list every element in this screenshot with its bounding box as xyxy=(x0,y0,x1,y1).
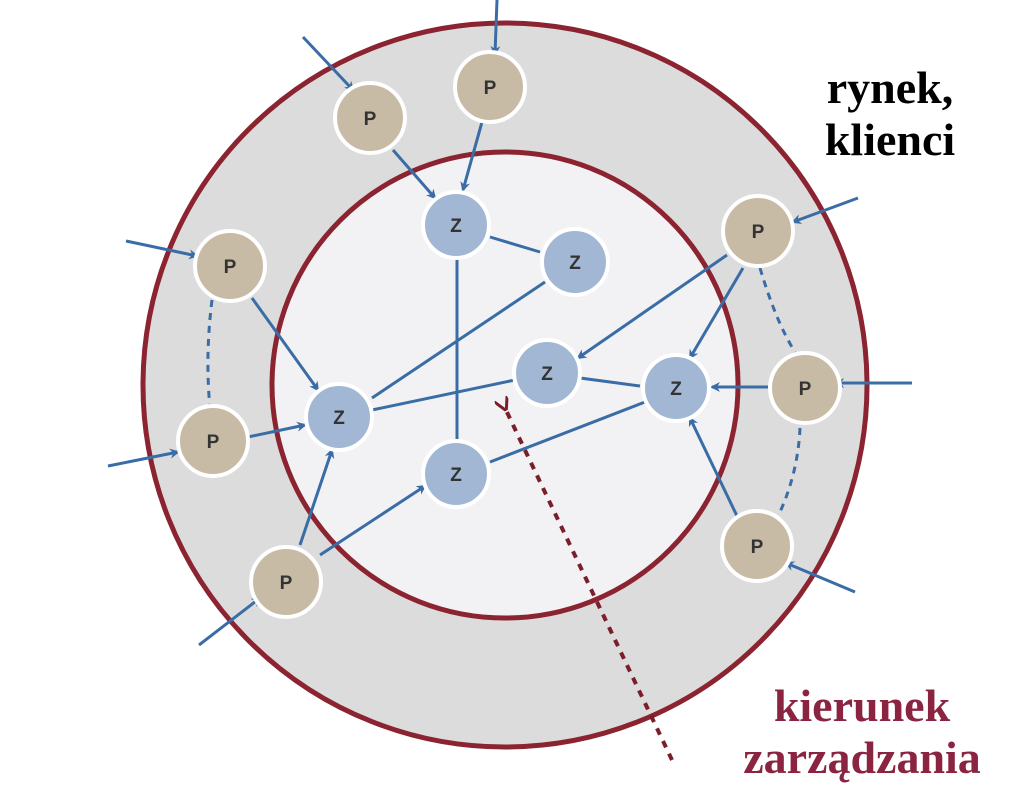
arrow xyxy=(107,448,180,468)
svg-text:P: P xyxy=(751,537,764,558)
arrow xyxy=(490,0,501,56)
p-node: P xyxy=(333,81,407,155)
arrow xyxy=(391,149,437,200)
direction-label-line1: kierunek xyxy=(773,680,951,731)
svg-text:P: P xyxy=(484,78,497,99)
direction-label-line2: zarządzania xyxy=(743,731,981,783)
p-node: P xyxy=(176,404,250,478)
svg-text:P: P xyxy=(752,222,765,243)
p-node: P xyxy=(453,50,527,124)
arrow xyxy=(784,561,856,594)
z-node: Z xyxy=(304,382,374,452)
svg-text:Z: Z xyxy=(541,364,553,385)
svg-text:Z: Z xyxy=(450,465,462,486)
p-node: P xyxy=(768,351,842,425)
arrow xyxy=(688,416,739,517)
z-node: Z xyxy=(641,353,711,423)
management-direction-arrow xyxy=(505,408,674,761)
market-label-line1: rynek, xyxy=(826,62,954,113)
dashed-connectors xyxy=(206,267,802,513)
z-node: Z xyxy=(512,338,582,408)
z-node: Z xyxy=(421,439,491,509)
arrow xyxy=(298,448,335,546)
arrow xyxy=(688,267,745,360)
svg-text:P: P xyxy=(280,573,293,594)
arrow xyxy=(576,253,728,360)
p-nodes: P P P P P P P P xyxy=(176,50,842,619)
svg-text:Z: Z xyxy=(333,408,345,429)
svg-text:Z: Z xyxy=(569,253,581,274)
arrow xyxy=(125,239,199,260)
p-node: P xyxy=(193,229,267,303)
arrow xyxy=(791,196,859,224)
z-node: Z xyxy=(421,190,491,260)
svg-text:P: P xyxy=(207,432,220,453)
arrow xyxy=(301,35,355,92)
arrow xyxy=(198,596,262,647)
z-connections xyxy=(371,235,646,464)
svg-text:P: P xyxy=(364,109,377,130)
p-node: P xyxy=(720,509,794,583)
inner-circle xyxy=(269,149,741,621)
svg-text:P: P xyxy=(799,379,812,400)
svg-text:Z: Z xyxy=(670,379,682,400)
market-clients-label: rynek, klienci xyxy=(790,62,990,165)
arrow xyxy=(250,297,320,392)
arrow xyxy=(247,421,307,439)
z-node: Z xyxy=(540,227,610,297)
arrow xyxy=(460,121,484,192)
arrows xyxy=(107,0,912,647)
market-label-line2: klienci xyxy=(824,113,956,165)
svg-text:P: P xyxy=(224,257,237,278)
p-node: P xyxy=(721,194,795,268)
p-node: P xyxy=(249,545,323,619)
arrow xyxy=(319,484,427,557)
z-nodes: Z Z Z Z Z Z xyxy=(304,190,711,509)
management-direction-label: kierunek zarządzania xyxy=(712,680,1012,783)
svg-text:Z: Z xyxy=(450,216,462,237)
